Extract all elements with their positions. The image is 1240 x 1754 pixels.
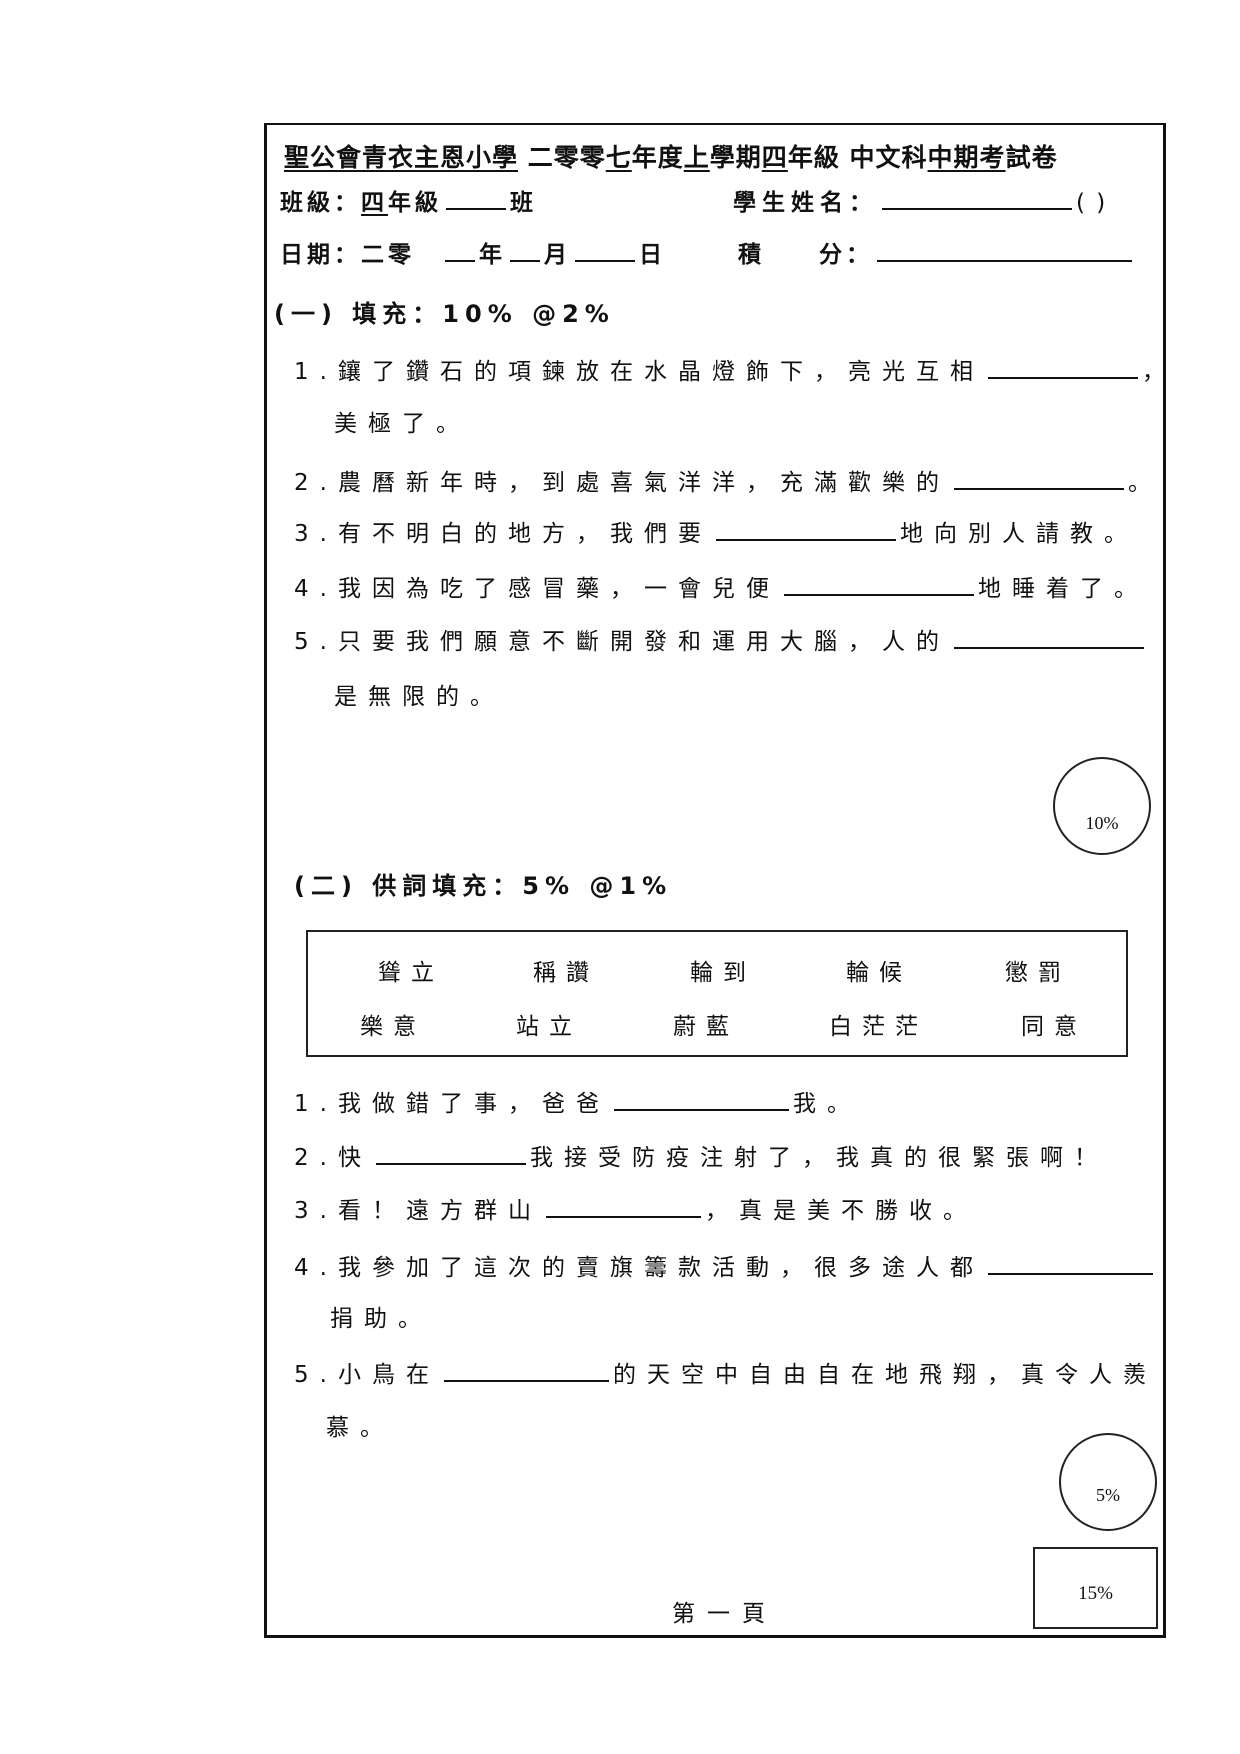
question-text: 我接受防疫注射了，我真的很緊張啊！ — [529, 1145, 1108, 1171]
question-text: 1.鑲了鑽石的項鍊放在水晶燈飾下，亮光互相 — [294, 359, 984, 385]
question-text: 1.我做錯了事，爸爸 — [294, 1091, 610, 1117]
word-bank: 聳立 稱讚 輪到 輪候 懲罰 樂意 站立 蔚藍 白茫茫 同意 — [306, 930, 1128, 1057]
question-1-1: 1.鑲了鑽石的項鍊放在水晶燈飾下，亮光互相 ， — [294, 357, 1176, 387]
answer-blank[interactable] — [953, 468, 1124, 490]
section1-score: 10% — [1085, 813, 1119, 833]
question-text: 我。 — [792, 1091, 861, 1117]
date-row: 日期：二零 年 月 日 — [280, 240, 666, 270]
page-total-box: 15% — [1033, 1547, 1158, 1629]
section2-heading: (二) 供詞填充：5% @1% — [294, 872, 673, 900]
page-number: 第一頁 — [672, 1601, 777, 1627]
word-bank-item: 白茫茫 — [829, 1014, 928, 1040]
title-part: 試卷 — [1005, 143, 1058, 172]
answer-blank[interactable] — [613, 1089, 789, 1111]
name-label: 學生姓名： — [733, 190, 878, 216]
answer-blank[interactable] — [953, 627, 1144, 649]
question-1-5: 5.只要我們願意不斷開發和運用大腦，人的 — [294, 627, 1148, 657]
title-part: 中文科 — [849, 143, 928, 172]
question-text: 2.農曆新年時，到處喜氣洋洋，充滿歡樂的 — [294, 470, 950, 496]
month-label: 月 — [544, 242, 571, 268]
question-text: 的天空中自由自在地飛翔，真令人羨 — [612, 1362, 1157, 1388]
section1-heading: (一) 填充：10% @2% — [274, 300, 615, 328]
month-field[interactable] — [510, 240, 540, 262]
question-2-3: 3.看！遠方群山 ，真是美不勝收。 — [294, 1196, 977, 1226]
word-bank-item: 站立 — [516, 1014, 582, 1040]
word-bank-item: 懲罰 — [1005, 960, 1071, 986]
question-1-4: 4.我因為吃了感冒藥，一會兒便 地睡着了。 — [294, 574, 1148, 604]
class-label: 班級： — [280, 190, 361, 216]
class-number-paren: ( ) — [1076, 190, 1108, 216]
question-text: 3.有不明白的地方，我們要 — [294, 521, 712, 547]
question-2-4-cont: 捐助。 — [330, 1306, 432, 1332]
answer-blank[interactable] — [987, 357, 1138, 379]
question-text: ， — [1141, 359, 1176, 385]
answer-blank[interactable] — [545, 1196, 701, 1218]
word-bank-item: 蔚藍 — [673, 1014, 739, 1040]
score-row: 積 分： — [738, 240, 1136, 270]
question-text: 地向別人請教。 — [899, 521, 1138, 547]
answer-blank[interactable] — [987, 1253, 1153, 1275]
question-1-3: 3.有不明白的地方，我們要 地向別人請教。 — [294, 519, 1138, 549]
name-row: 學生姓名： ( ) — [733, 188, 1107, 218]
title-part: 年度 — [631, 143, 684, 172]
title-part: 二零零 — [518, 143, 606, 172]
question-text: 地睡着了。 — [977, 576, 1148, 602]
section2-score: 5% — [1096, 1485, 1120, 1505]
name-field[interactable] — [882, 188, 1072, 210]
question-text: 5.只要我們願意不斷開發和運用大腦，人的 — [294, 629, 950, 655]
title-part: 上 — [683, 143, 710, 172]
question-text: 2.快 — [294, 1145, 372, 1171]
day-label: 日 — [639, 242, 666, 268]
school-name: 聖公會青衣主恩小學 — [284, 143, 519, 172]
question-text: 4.我因為吃了感冒藥，一會兒便 — [294, 576, 780, 602]
question-text: 5.小鳥在 — [294, 1362, 440, 1388]
title-part: 七 — [605, 143, 632, 172]
question-text: ，真是美不勝收。 — [704, 1198, 977, 1224]
question-2-5: 5.小鳥在 的天空中自由自在地飛翔，真令人羨 — [294, 1360, 1157, 1390]
exam-title: 聖公會青衣主恩小學 二零零七年度上學期四年級 中文科中期考試卷 — [284, 143, 1058, 173]
exam-page-frame — [264, 123, 1166, 1638]
class-suffix: 年級 — [388, 190, 442, 216]
section2-score-circle: 5% — [1059, 1433, 1157, 1531]
class-end: 班 — [510, 190, 537, 216]
question-1-1-cont: 美極了。 — [334, 411, 470, 437]
day-field[interactable] — [575, 240, 635, 262]
word-bank-item: 輪候 — [846, 960, 912, 986]
word-bank-item: 聳立 — [378, 960, 444, 986]
class-row: 班級：四年級 班 — [280, 188, 537, 218]
year-field[interactable] — [445, 240, 475, 262]
title-part: 中期考 — [927, 143, 1006, 172]
word-bank-item: 同意 — [1021, 1014, 1087, 1040]
answer-blank[interactable] — [783, 574, 974, 596]
class-grade: 四 — [361, 190, 388, 216]
question-text: 。 — [1127, 470, 1162, 496]
answer-blank[interactable] — [375, 1143, 526, 1165]
score-field[interactable] — [877, 240, 1132, 262]
word-bank-item: 稱讚 — [533, 960, 599, 986]
word-bank-item: 輪到 — [690, 960, 756, 986]
question-1-2: 2.農曆新年時，到處喜氣洋洋，充滿歡樂的 。 — [294, 468, 1162, 498]
page-total-score: 15% — [1078, 1583, 1113, 1604]
year-label: 年 — [479, 242, 506, 268]
section1-score-circle: 10% — [1053, 757, 1151, 855]
title-part: 學期 — [709, 143, 762, 172]
question-2-1: 1.我做錯了事，爸爸 我。 — [294, 1089, 861, 1119]
class-field[interactable] — [446, 188, 506, 210]
answer-blank[interactable] — [443, 1360, 609, 1382]
question-2-5-cont: 慕。 — [326, 1415, 394, 1441]
question-text: 4.我參加了這次的賣旗籌款活動，很多途人都 — [294, 1255, 984, 1281]
question-1-5-cont: 是無限的。 — [334, 684, 504, 710]
word-bank-item: 樂意 — [360, 1014, 426, 1040]
date-label: 日期：二零 — [280, 242, 415, 268]
title-part: 四 — [761, 143, 788, 172]
question-2-2: 2.快 我接受防疫注射了，我真的很緊張啊！ — [294, 1143, 1108, 1173]
answer-blank[interactable] — [715, 519, 896, 541]
question-2-4: 4.我參加了這次的賣旗籌款活動，很多途人都 — [294, 1253, 1157, 1283]
question-text: 3.看！遠方群山 — [294, 1198, 542, 1224]
title-part: 年級 — [787, 143, 850, 172]
score-label: 積 分： — [738, 242, 873, 268]
